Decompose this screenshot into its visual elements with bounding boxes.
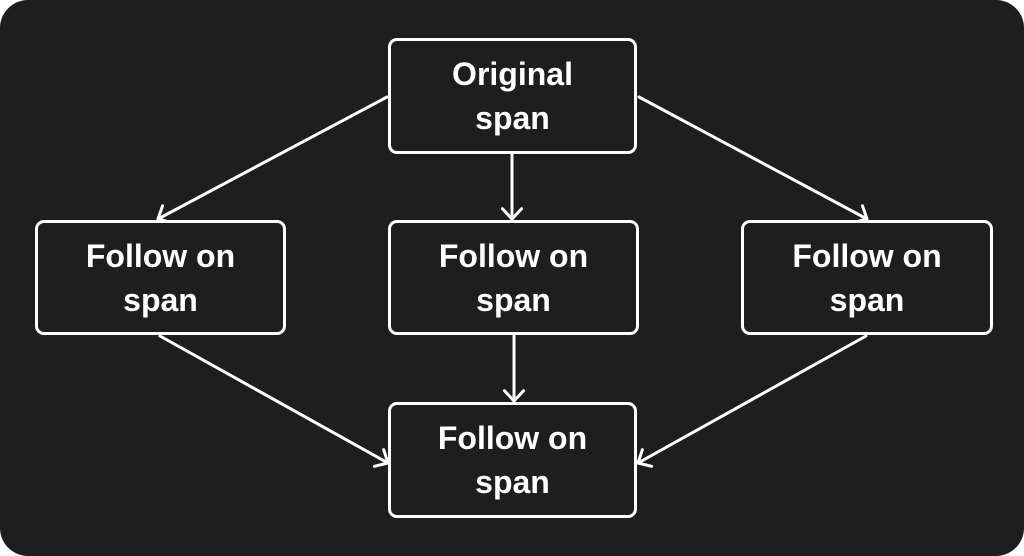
follow-on-span-node-center: Follow on span — [388, 220, 639, 335]
node-label: Follow on span — [437, 420, 588, 500]
follow-on-span-node-bottom: Follow on span — [388, 402, 637, 518]
connector-original-to-center — [500, 152, 524, 221]
connector-original-to-right — [637, 95, 869, 225]
original-span-node: Original span — [388, 38, 637, 154]
node-label: Follow on span — [792, 237, 942, 318]
node-label: Follow on span — [438, 237, 589, 318]
connector-right-to-bottom — [636, 334, 868, 468]
follow-on-span-node-right: Follow on span — [741, 220, 993, 335]
connector-line — [637, 95, 869, 221]
connector-center-to-bottom — [502, 334, 526, 403]
arrowhead-icon — [636, 448, 654, 468]
connector-line — [156, 95, 389, 221]
connector-line — [636, 334, 868, 465]
node-label: Original span — [452, 56, 573, 136]
node-label: Follow on span — [85, 237, 236, 318]
connector-left-to-bottom — [158, 334, 390, 468]
follow-on-span-node-left: Follow on span — [35, 220, 286, 335]
connector-original-to-left — [156, 95, 389, 225]
arrowhead-icon — [502, 389, 526, 403]
arrowhead-icon — [500, 207, 524, 221]
connector-line — [158, 334, 390, 465]
